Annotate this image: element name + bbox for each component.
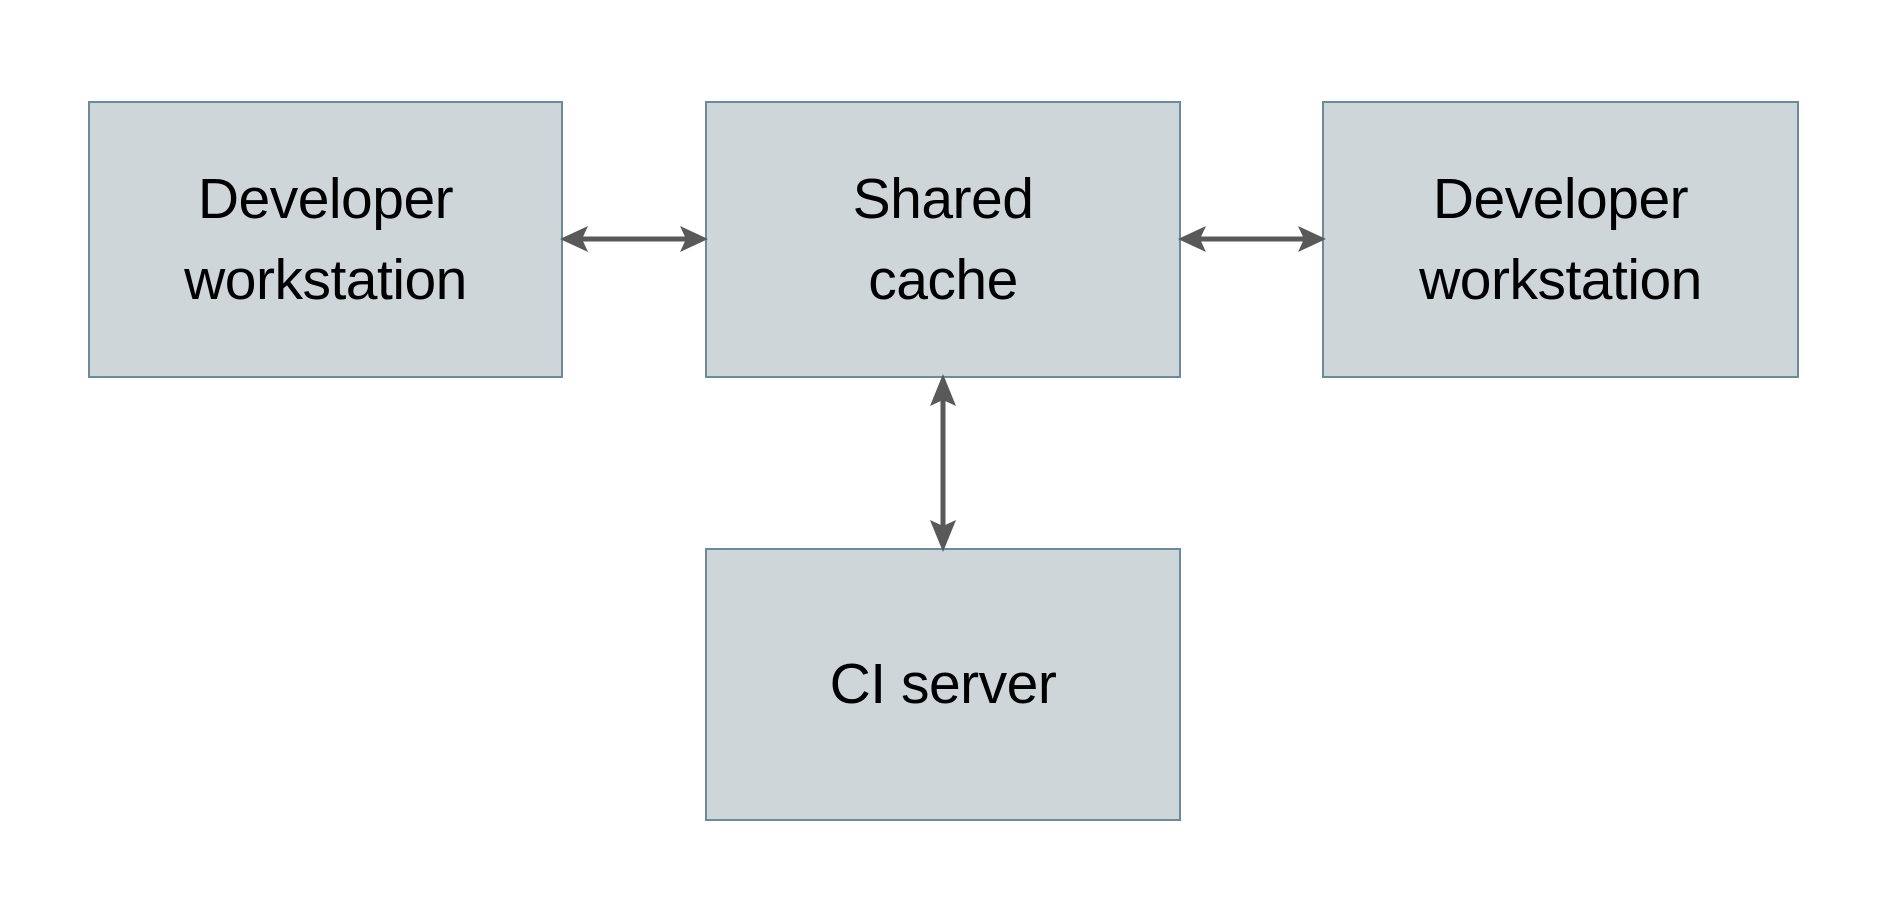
node-ci-server[interactable]: CI server (705, 548, 1181, 821)
double-headed-arrow-horizontal-icon (560, 226, 708, 252)
node-label: Developer workstation (184, 166, 467, 312)
double-headed-arrow-vertical-icon (930, 374, 956, 552)
node-developer-workstation-right[interactable]: Developer workstation (1322, 101, 1799, 378)
node-developer-workstation-left[interactable]: Developer workstation (88, 101, 563, 378)
connector-cache-to-ci-server (930, 374, 956, 552)
node-shared-cache[interactable]: Shared cache (705, 101, 1181, 378)
double-headed-arrow-horizontal-icon (1178, 226, 1326, 252)
connector-cache-to-developer-right (1178, 226, 1326, 252)
node-label: Shared cache (852, 166, 1034, 312)
node-label: CI server (829, 652, 1057, 717)
connector-developer-left-to-cache (560, 226, 708, 252)
node-label: Developer workstation (1419, 166, 1702, 312)
